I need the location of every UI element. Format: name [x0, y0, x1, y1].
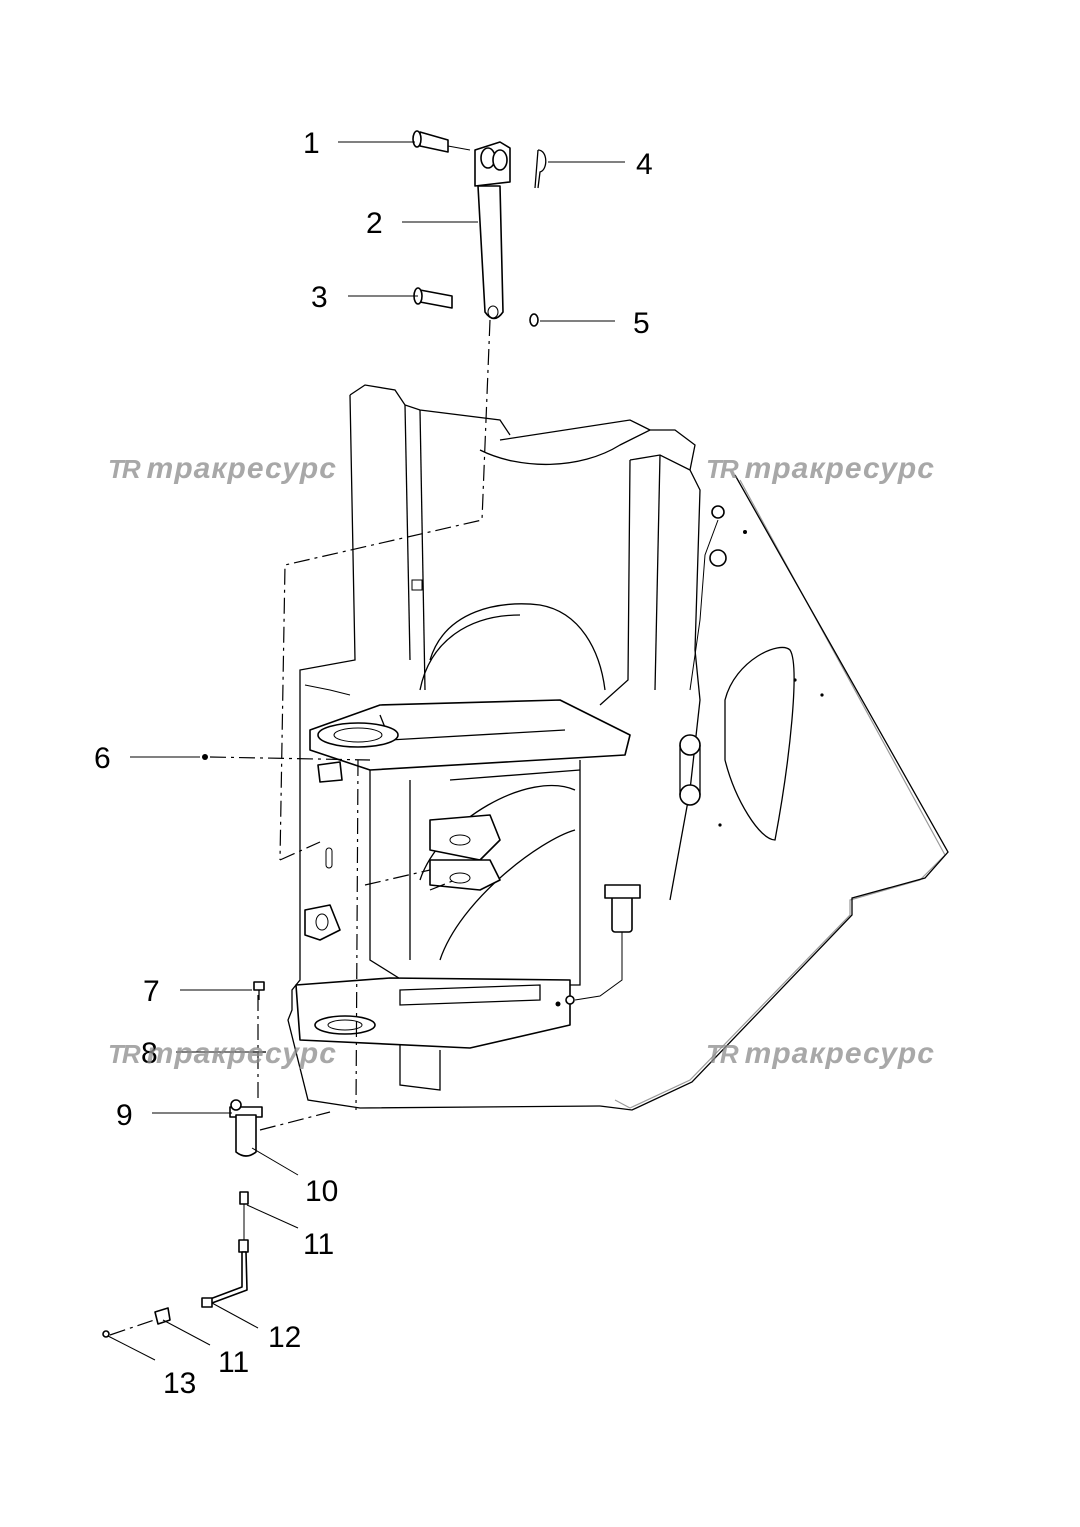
callout-7: 7: [143, 975, 160, 1008]
callout-5: 5: [633, 307, 650, 340]
watermark-logo: TR: [706, 454, 739, 484]
callout-6: 6: [94, 742, 111, 775]
callout-1: 1: [303, 127, 320, 160]
callout-9: 9: [116, 1099, 133, 1132]
part-13-plug: [102, 1330, 110, 1338]
part-11-fitting-lower: [154, 1307, 171, 1325]
watermark-text: тракресурс: [146, 452, 337, 485]
part-4-cotter-pin: [534, 149, 547, 189]
part-6-bolt: [202, 754, 208, 760]
watermark-logo: TR: [706, 1039, 739, 1069]
part-3-pin: [413, 287, 453, 309]
callout-11-upper: 11: [303, 1228, 334, 1261]
callout-labels: 1 4 2 3 5 6 7 8 9 10 11 12 11 13: [94, 127, 653, 1400]
watermark-text: тракресурс: [146, 1037, 337, 1070]
callout-13: 13: [163, 1367, 196, 1400]
callout-10: 10: [305, 1175, 338, 1208]
part-2-link-rod: [474, 141, 511, 320]
part-10-cylinder: [235, 1114, 257, 1157]
part-7-bolt: [253, 981, 265, 1000]
callout-2: 2: [366, 207, 383, 240]
main-frame: [287, 384, 949, 1111]
part-1-pin: [412, 130, 471, 153]
watermark-logo: TR: [108, 454, 141, 484]
part-12-tube: [201, 1239, 249, 1308]
watermark-logo: TR: [108, 1039, 141, 1069]
watermark-text: тракресурс: [744, 452, 935, 485]
assembly-lines: [109, 319, 491, 1336]
part-5-ring: [529, 313, 539, 327]
part-11-fitting-upper: [239, 1191, 249, 1240]
leader-lines: [107, 141, 625, 1361]
callout-12: 12: [268, 1321, 301, 1354]
callout-4: 4: [636, 148, 653, 181]
watermark-text: тракресурс: [744, 1037, 935, 1070]
callout-11-lower: 11: [218, 1346, 249, 1379]
callout-8: 8: [141, 1037, 158, 1070]
callout-3: 3: [311, 281, 328, 314]
